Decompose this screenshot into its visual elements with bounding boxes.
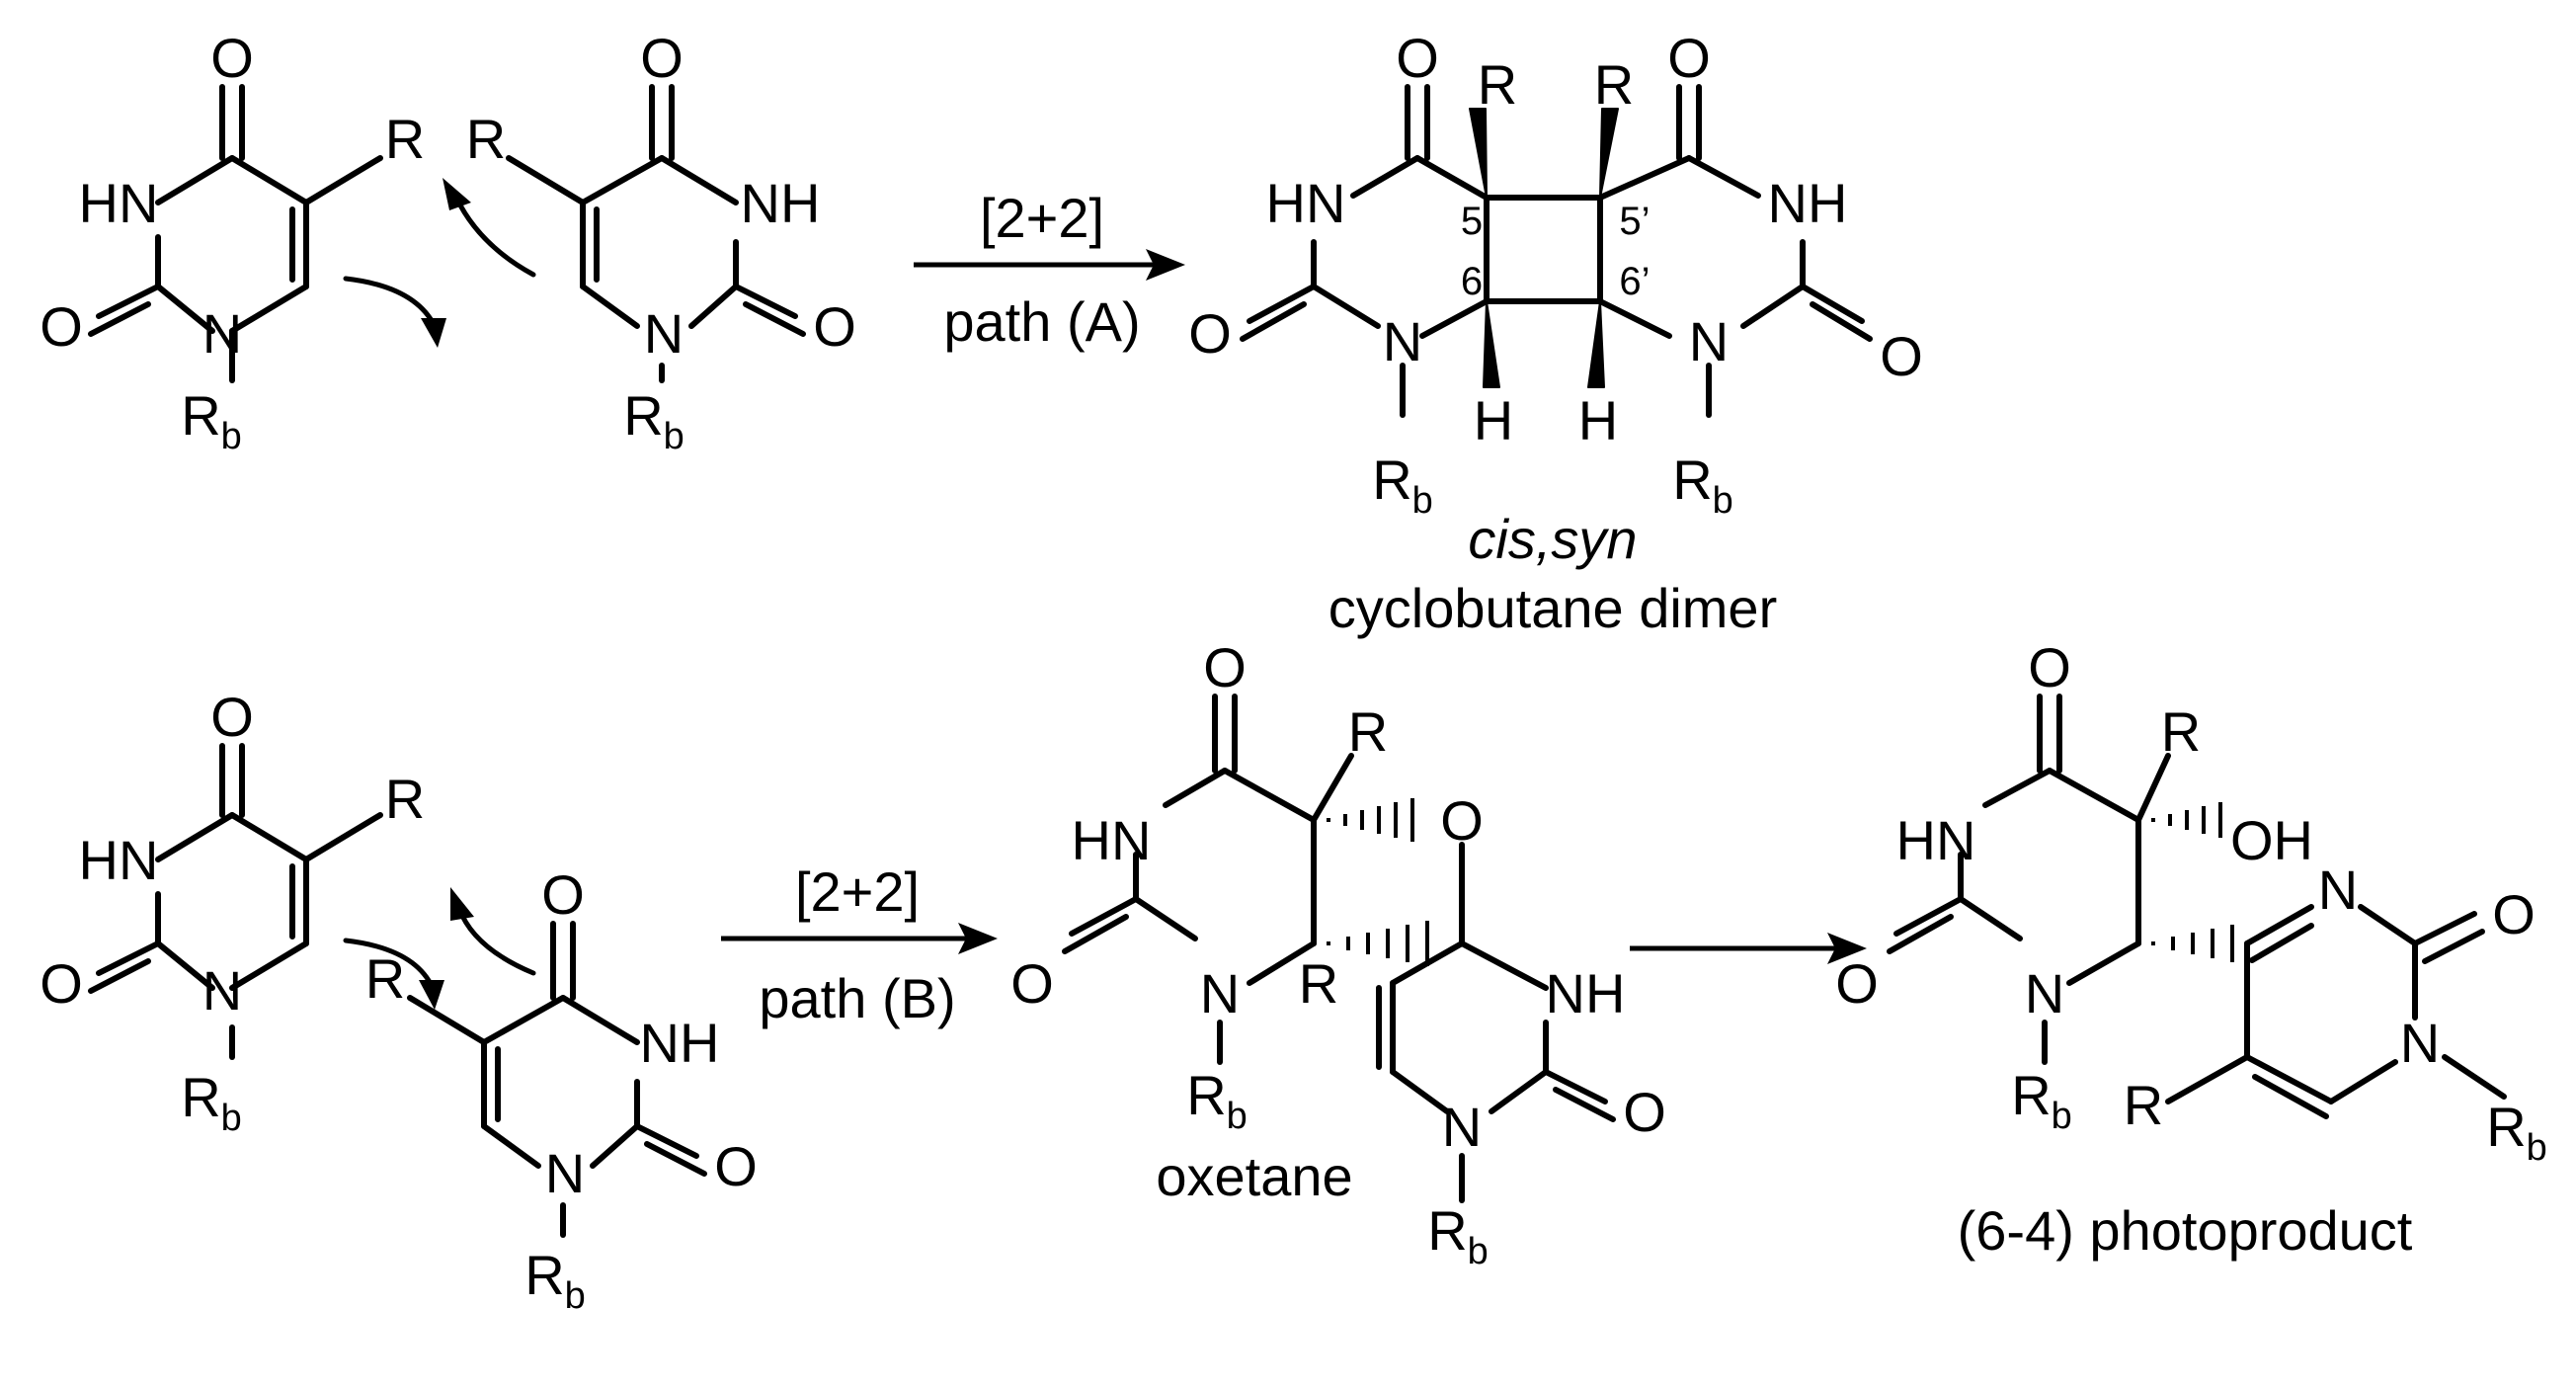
carbonyl-o-label: O	[2028, 636, 2071, 698]
r-label: R	[385, 768, 425, 830]
carbonyl-o-label: O	[1880, 325, 1923, 387]
r-label: R	[1348, 700, 1388, 763]
rb-label: Rb	[1186, 1064, 1248, 1137]
cyclobutane-stereo-label: cis,syn	[1468, 508, 1637, 570]
r-label: R	[1478, 53, 1517, 116]
r-label: R	[2124, 1074, 2163, 1136]
path-b-condition: [2+2]	[795, 860, 920, 923]
photoproduct-name-label: (6-4) photoproduct	[1958, 1199, 2413, 1262]
carbonyl-o-label: O	[40, 952, 83, 1015]
carbonyl-o-label: O	[1188, 302, 1232, 365]
carbonyl-o-label: O	[1835, 952, 1879, 1015]
n-label: N	[1689, 310, 1729, 372]
rb-label: Rb	[1672, 449, 1733, 522]
position-5-label: 5	[1461, 200, 1483, 243]
carbonyl-o-label: O	[1667, 27, 1711, 89]
n-label: N	[1383, 310, 1422, 372]
pyrimidine-reactant-b1: O HN R O N Rb	[40, 686, 425, 1139]
hn-label: HN	[1072, 809, 1152, 871]
reaction-arrow-a: [2+2] path (A)	[914, 187, 1185, 353]
n-label: N	[1200, 962, 1240, 1024]
six-four-photoproduct: O R HN OH O N Rb N O N Rb R (6-4) photop…	[1835, 636, 2547, 1262]
carbonyl-o-label: O	[1203, 636, 1247, 698]
hashed-bond-to-oh	[2151, 802, 2222, 838]
rb-label: Rb	[181, 1066, 242, 1139]
pyrimidine-reactant-a2: O R NH O N Rb	[466, 27, 856, 457]
carbonyl-o-label: O	[2492, 883, 2536, 945]
hn-label: HN	[79, 172, 159, 234]
carbonyl-o-label: O	[541, 863, 585, 926]
position-6-label: 6	[1461, 260, 1483, 303]
reaction-arrow-b: [2+2] path (B)	[721, 860, 998, 1029]
rb-label: Rb	[2486, 1096, 2547, 1169]
r-label: R	[2161, 700, 2201, 763]
rb-label: Rb	[2011, 1064, 2072, 1137]
hashed-bond-to-o	[1327, 798, 1414, 842]
hn-label: HN	[79, 829, 159, 891]
nh-label: NH	[741, 172, 821, 234]
pyrimidine-reactant-a1: O HN R O N Rb	[40, 27, 425, 457]
hashed-bond-to-c	[1327, 921, 1429, 966]
carbonyl-o-label: O	[40, 295, 83, 358]
pyrimidine-reactant-b2: O R NH O N Rb	[365, 863, 758, 1317]
rb-label: Rb	[623, 384, 684, 457]
oh-label: OH	[2230, 809, 2313, 871]
nh-label: NH	[1546, 962, 1626, 1024]
rb-label: Rb	[181, 384, 242, 457]
r-label: R	[1594, 53, 1634, 116]
n-label: N	[2400, 1012, 2440, 1074]
n-label: N	[202, 959, 242, 1022]
path-b-label: path (B)	[759, 967, 955, 1029]
rb-label: Rb	[1427, 1199, 1489, 1272]
curly-arrows-a	[343, 178, 536, 348]
carbonyl-o-label: O	[1010, 952, 1054, 1015]
r-label: R	[365, 947, 405, 1010]
curly-arrows-b	[343, 887, 536, 1010]
carbonyl-o-label: O	[210, 686, 254, 748]
carbonyl-o-label: O	[813, 295, 856, 358]
n-label: N	[1442, 1096, 1482, 1158]
n-label: N	[2025, 962, 2064, 1024]
rb-label: Rb	[1372, 449, 1433, 522]
carbonyl-o-label: O	[640, 27, 684, 89]
rearrangement-arrow	[1630, 933, 1867, 964]
h-label: H	[1578, 389, 1618, 451]
carbonyl-o-label: O	[210, 27, 254, 89]
n-label: N	[644, 302, 684, 365]
ring-n-label: N	[2318, 859, 2358, 921]
position-5prime-label: 5’	[1619, 200, 1650, 243]
carbonyl-o-label: O	[714, 1135, 758, 1197]
oxetane-name-label: oxetane	[1156, 1145, 1352, 1207]
r-label: R	[1299, 952, 1338, 1015]
carbonyl-o-label: O	[1396, 27, 1439, 89]
r-label: R	[466, 108, 506, 170]
oxetane-o-label: O	[1440, 789, 1484, 852]
nh-label: NH	[640, 1012, 720, 1074]
r-label: R	[385, 108, 425, 170]
carbonyl-o-label: O	[1623, 1081, 1666, 1143]
hn-label: HN	[1896, 809, 1976, 871]
cyclobutane-dimer: O HN O N Rb R R 5 5’ 6 6’ H H O NH O N R…	[1188, 27, 1923, 639]
position-6prime-label: 6’	[1619, 260, 1650, 303]
path-a-condition: [2+2]	[980, 187, 1104, 249]
hashed-bond-to-pyrimidinone	[2151, 925, 2234, 962]
cyclobutane-name-label: cyclobutane dimer	[1328, 577, 1777, 639]
h-label: H	[1474, 389, 1513, 451]
n-label: N	[545, 1142, 585, 1204]
path-a-label: path (A)	[943, 290, 1140, 353]
n-label: N	[202, 302, 242, 365]
nh-label: NH	[1768, 172, 1848, 234]
hn-label: HN	[1266, 172, 1346, 234]
oxetane-product: O R HN O O N Rb R NH O N Rb oxetane	[1010, 636, 1666, 1272]
rb-label: Rb	[524, 1244, 586, 1317]
